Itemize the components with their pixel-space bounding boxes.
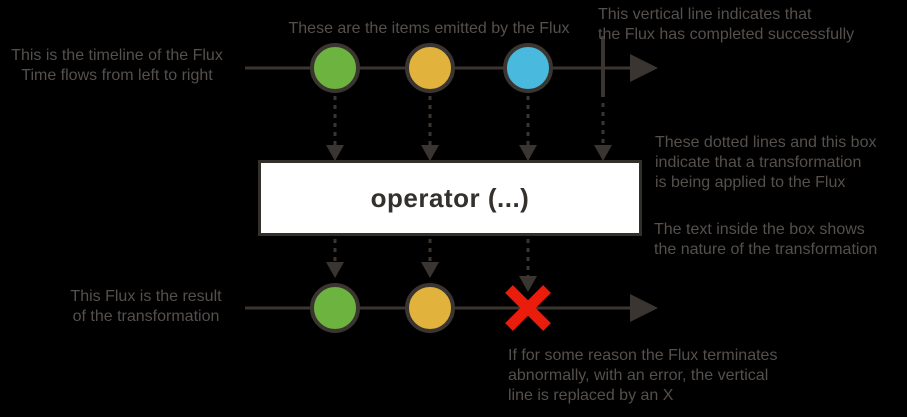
annotation-timeline: This is the timeline of the Flux Time fl…: [11, 47, 223, 84]
error-x-icon: [505, 285, 551, 331]
dashed-arrowhead-top-1-icon: [326, 145, 344, 161]
annotation-transform: These dotted lines and this box indicate…: [655, 134, 877, 191]
dashed-arrows-out-of-operator: [326, 239, 537, 292]
dashed-arrowhead-top-4-icon: [594, 145, 612, 161]
dashed-arrowhead-bottom-2-icon: [421, 262, 439, 278]
dashed-arrowhead-bottom-1-icon: [326, 262, 344, 278]
bottom-marble-green: [310, 283, 360, 333]
annotation-error: If for some reason the Flux terminates a…: [508, 347, 778, 404]
dashed-arrowhead-top-2-icon: [421, 145, 439, 161]
annotation-box-text: The text inside the box shows the nature…: [654, 221, 878, 258]
bottom-marble-yellow: [405, 283, 455, 333]
bottom-timeline-arrowhead-icon: [630, 294, 658, 322]
top-timeline-arrowhead-icon: [630, 54, 658, 82]
operator-box-label: operator (...): [370, 182, 530, 213]
annotation-items: These are the items emitted by the Flux: [288, 20, 570, 37]
dashed-arrows-into-operator: [326, 96, 612, 161]
top-marble-green: [310, 43, 360, 93]
bottom-flux-timeline: [245, 283, 658, 333]
top-flux-timeline: [245, 36, 658, 97]
top-marble-blue: [503, 43, 553, 93]
operator-box: operator (...): [258, 160, 642, 236]
top-marble-yellow: [405, 43, 455, 93]
annotation-complete: This vertical line indicates that the Fl…: [598, 6, 855, 43]
annotation-result: This Flux is the result of the transform…: [70, 288, 222, 325]
dashed-arrowhead-top-3-icon: [519, 145, 537, 161]
dashed-arrowhead-bottom-3-icon: [519, 276, 537, 292]
